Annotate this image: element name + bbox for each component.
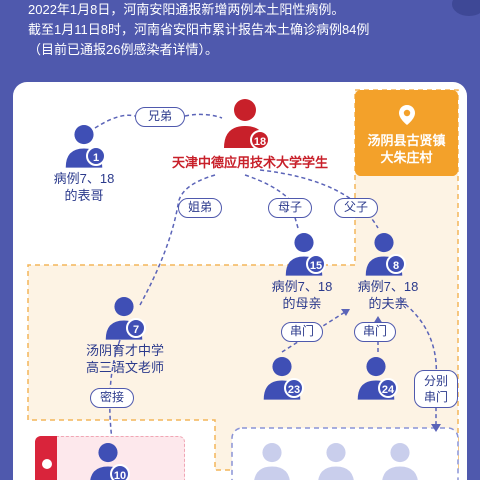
person-15: 15 xyxy=(284,230,326,276)
person-1-label: 病例7、18 的表哥 xyxy=(44,170,124,204)
location-pin-icon xyxy=(399,105,415,125)
person-15-label-line-2: 的母亲 xyxy=(282,296,322,311)
header-line-1: 2022年1月8日，河南安阳通报新增两例本土阳性病例。 xyxy=(28,2,345,17)
case-badge: 18 xyxy=(250,130,270,150)
person-1-label-line-2: 的表哥 xyxy=(64,188,104,203)
person-1: 1 xyxy=(64,122,106,168)
group-person-2 xyxy=(316,440,356,480)
person-7-label-line-2: 高三语文老师 xyxy=(85,360,164,375)
person-10: 10 xyxy=(88,440,130,480)
relation-brother: 兄弟 xyxy=(135,107,185,127)
relation-father-son: 父子 xyxy=(334,198,378,218)
relation-visit-1: 串门 xyxy=(281,322,323,342)
header-line-3: （目前已通报26例感染者详情）。 xyxy=(28,42,218,57)
highlight-tab xyxy=(35,436,57,480)
person-18: 18 xyxy=(222,96,270,150)
highlight-tab-dot xyxy=(42,459,52,469)
place-line-1: 汤阴县古贤镇 xyxy=(367,133,446,148)
case-badge: 8 xyxy=(386,254,406,274)
person-7-label: 汤阴育才中学 高三语文老师 xyxy=(70,342,180,376)
relation-mother-son: 母子 xyxy=(268,198,312,218)
relation-close-contact: 密接 xyxy=(90,388,134,408)
person-7-label-line-1: 汤阴育才中学 xyxy=(85,343,164,358)
person-15-label-line-1: 病例7、18 xyxy=(271,279,333,294)
person-15-label: 病例7、18 的母亲 xyxy=(262,278,342,312)
case-badge: 23 xyxy=(284,378,304,398)
person-24: 24 xyxy=(356,354,398,400)
header-decoration xyxy=(452,0,480,16)
place-label-box: 汤阴县古贤镇 大朱庄村 xyxy=(355,90,458,176)
person-8-label-line-1: 病例7、18 xyxy=(357,279,419,294)
case-badge: 15 xyxy=(306,254,326,274)
header-line-2: 截至1月11日8时，河南省安阳市累计报告本土确诊病例84例 xyxy=(28,22,370,37)
person-8: 8 xyxy=(364,230,406,276)
relation-separate-visit-line-1: 分别 xyxy=(423,374,448,388)
person-1-label-line-1: 病例7、18 xyxy=(53,171,115,186)
person-7: 7 xyxy=(104,294,146,340)
person-23: 23 xyxy=(262,354,304,400)
relation-separate-visit: 分别 串门 xyxy=(414,370,458,408)
header-text: 2022年1月8日，河南安阳通报新增两例本土阳性病例。 截至1月11日8时，河南… xyxy=(28,0,458,60)
person-18-label: 天津中德应用技术大学学生 xyxy=(171,155,328,170)
group-person-1 xyxy=(252,440,292,480)
place-line-2: 大朱庄村 xyxy=(380,150,433,165)
relation-visit-2: 串门 xyxy=(354,322,396,342)
case-badge: 10 xyxy=(110,464,130,480)
person-icon xyxy=(318,443,354,480)
relation-separate-visit-line-2: 串门 xyxy=(423,390,448,404)
person-icon xyxy=(382,443,418,480)
place-name: 汤阴县古贤镇 大朱庄村 xyxy=(355,132,458,166)
case-badge: 24 xyxy=(378,378,398,398)
case-badge: 1 xyxy=(86,146,106,166)
person-8-label-line-2: 的夫亲 xyxy=(368,296,408,311)
person-8-label: 病例7、18 的夫亲 xyxy=(348,278,428,312)
relation-sister: 姐弟 xyxy=(178,198,222,218)
person-icon xyxy=(254,443,290,480)
case-badge: 7 xyxy=(126,318,146,338)
group-person-3 xyxy=(380,440,420,480)
